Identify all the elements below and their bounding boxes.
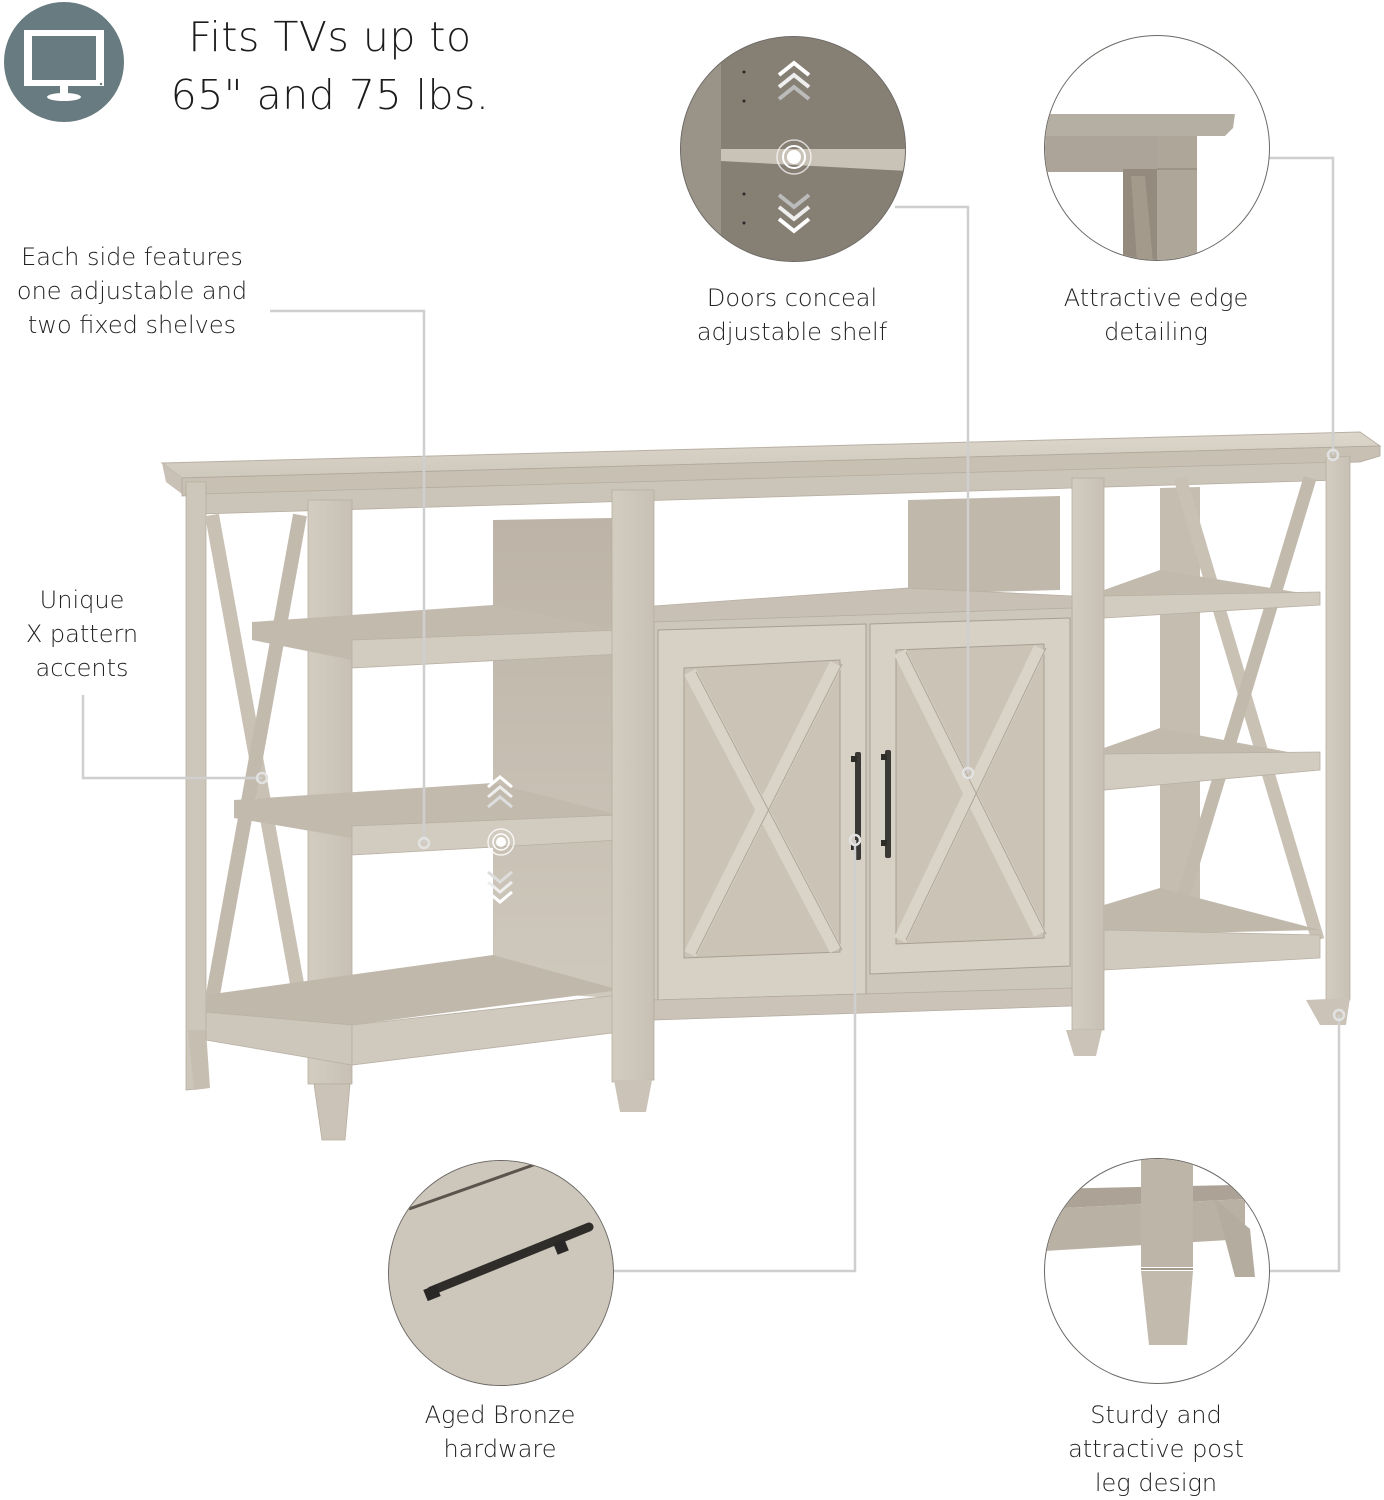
callout-connectors (81, 156, 1341, 1273)
detail-circle-edge (1044, 35, 1270, 261)
bronze-handle-icon (423, 1222, 594, 1302)
door-handle-right (881, 750, 891, 858)
detail-circle-adjustable-shelf (680, 36, 906, 262)
headline: Fits TVs up to 65" and 75 lbs. (140, 8, 520, 124)
headline-line-1: Fits TVs up to (188, 13, 472, 61)
callout-x-pattern: Unique X pattern accents (25, 586, 139, 682)
tv-badge (4, 2, 124, 122)
position-target-icon (776, 139, 812, 175)
callout-dots (255, 448, 1346, 1022)
headline-line-2: 65" and 75 lbs. (170, 71, 490, 119)
callout-doors: Doors conceal adjustable shelf (696, 284, 888, 346)
adjustable-shelf-indicator (487, 775, 515, 904)
arrows-up-icon (777, 60, 811, 101)
callout-hardware: Aged Bronze hardware (424, 1401, 576, 1463)
callout-edge: Attractive edge detailing (1063, 284, 1249, 346)
detail-circle-hardware (388, 1160, 614, 1386)
callout-legs: Sturdy and attractive post leg design (1068, 1401, 1244, 1497)
callout-side-shelves: Each side features one adjustable and tw… (16, 243, 248, 339)
detail-circle-legs (1044, 1158, 1270, 1384)
tv-monitor-icon (24, 30, 104, 101)
arrows-down-icon (777, 193, 811, 234)
